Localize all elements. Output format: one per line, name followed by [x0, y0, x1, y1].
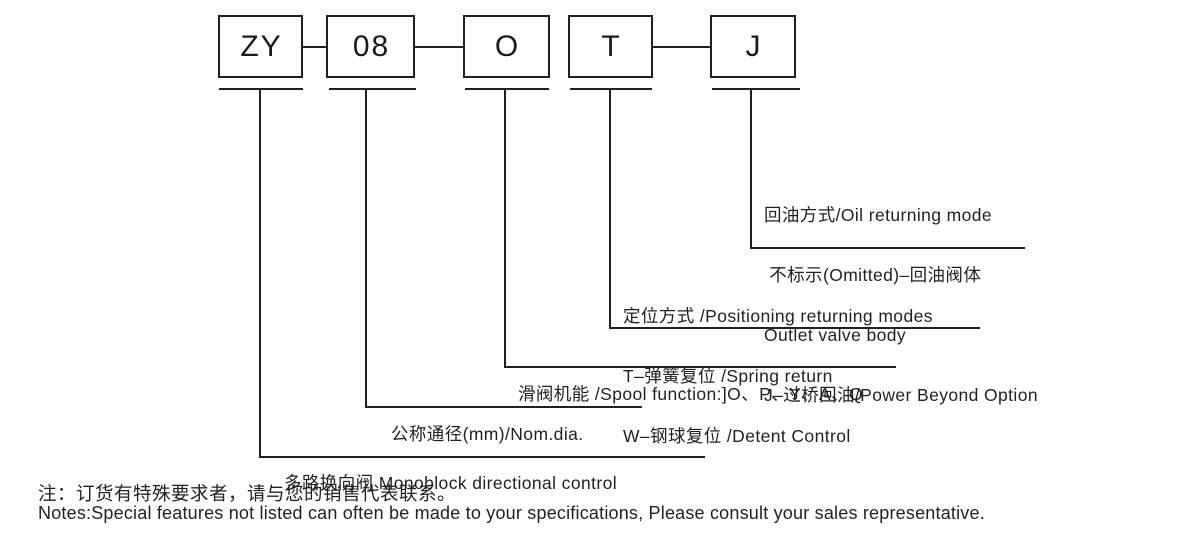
code-box-o-label: O [494, 29, 521, 63]
desc-line: 滑阀机能 /Spool function:]O、P、Y、A、Q [518, 384, 864, 404]
desc-line: W–钢球复位 /Detent Control [623, 426, 851, 446]
leader-horizontal-zy [259, 456, 705, 458]
tick-under-08 [329, 88, 416, 90]
code-box-t: T [568, 15, 653, 78]
desc-line: 回油方式/Oil returning mode [764, 205, 993, 225]
code-box-08-label: 08 [352, 29, 391, 63]
leader-horizontal-08 [365, 406, 642, 408]
desc-nominal-diameter: 公称通径(mm)/Nom.dia. [391, 384, 584, 484]
leader-horizontal-t [609, 327, 980, 329]
desc-line: T–弹簧复位 /Spring return [623, 366, 833, 386]
code-box-zy-label: ZY [240, 29, 283, 63]
code-box-zy: ZY [218, 15, 303, 78]
leader-vertical-08 [365, 88, 367, 408]
desc-oil-return-mode: 回油方式/Oil returning mode 不标示(Omitted)–回油阀… [764, 165, 1038, 445]
desc-positioning-mode: 定位方式 /Positioning returning modes T–弹簧复位… [623, 266, 933, 486]
code-box-o: O [463, 15, 550, 78]
desc-line: 不标示(Omitted)–回油阀体 [764, 265, 982, 285]
tick-under-zy [219, 88, 303, 90]
leader-horizontal-o [504, 366, 896, 368]
leader-vertical-t [609, 88, 611, 329]
code-box-j-label: J [745, 29, 763, 63]
connector-t-j [653, 46, 710, 48]
code-box-08: 08 [326, 15, 415, 78]
connector-08-o [415, 46, 463, 48]
code-box-j: J [710, 15, 796, 78]
note-zh: 注：订货有特殊要求者，请与您的销售代表联系。 [38, 483, 457, 504]
desc-line: 多路换向阀 Monoblock directional control [284, 473, 618, 493]
tick-under-o [465, 88, 549, 90]
note-en: Notes:Special features not listed can of… [38, 503, 985, 523]
leader-vertical-o [504, 88, 506, 368]
tick-under-j [712, 88, 800, 90]
leader-horizontal-j [750, 247, 1025, 249]
desc-spool-function: 滑阀机能 /Spool function:]O、P、Y、A、Q [518, 344, 863, 444]
leader-vertical-zy [259, 88, 261, 458]
desc-line: J–过桥回油/Power Beyond Option [764, 385, 1038, 405]
desc-line: Outlet valve body [764, 325, 907, 345]
connector-zy-08 [303, 46, 326, 48]
desc-line: 公称通径(mm)/Nom.dia. [391, 424, 584, 444]
leader-vertical-j [750, 88, 752, 249]
desc-line: 定位方式 /Positioning returning modes [623, 306, 933, 326]
desc-valve-type: 多路换向阀 Monoblock directional control [284, 433, 617, 533]
tick-under-t [570, 88, 652, 90]
code-box-t-label: T [601, 29, 622, 63]
